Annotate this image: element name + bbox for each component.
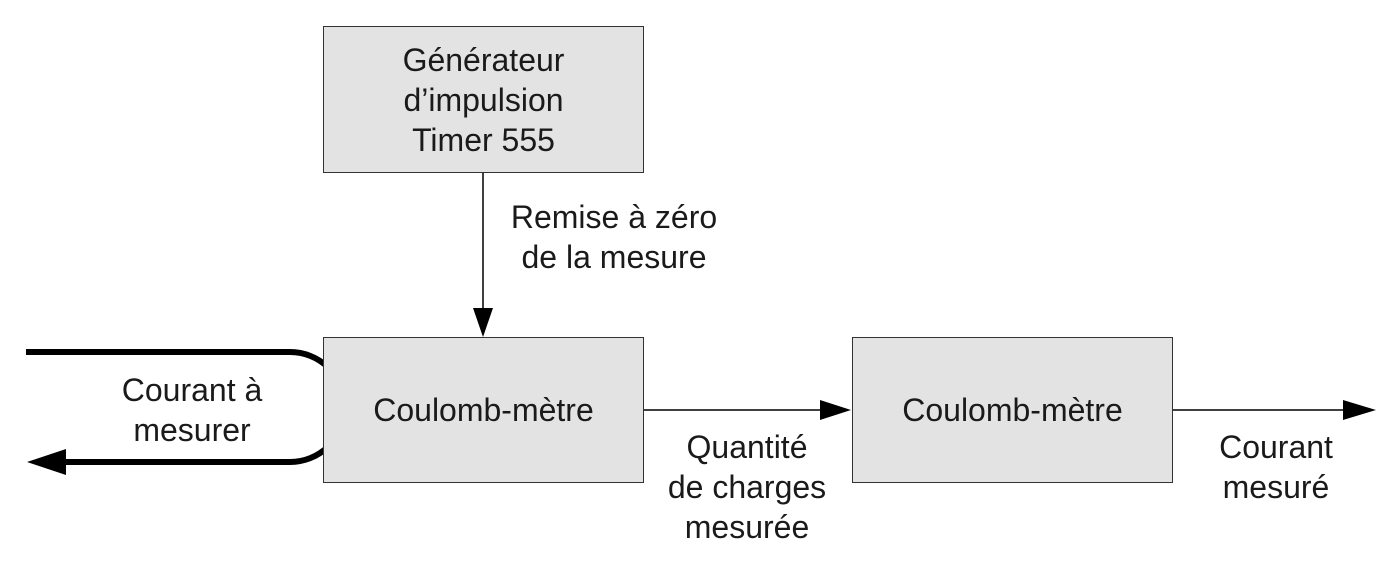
measured-current-line2: mesuré	[1222, 469, 1330, 505]
reset-signal-line2: de la mesure	[521, 239, 707, 275]
output-arrowhead	[1343, 400, 1376, 420]
input-current-label: Courant à mesurer	[92, 370, 292, 450]
charge-quantity-line3: mesurée	[684, 509, 810, 545]
charge-quantity-label: Quantité de charges mesurée	[652, 427, 842, 547]
coulomb-meter-2-label: Coulomb-mètre	[902, 392, 1123, 428]
charge-arrowhead	[820, 400, 851, 420]
measured-current-line1: Courant	[1219, 429, 1333, 465]
coulomb-meter-block-1: Coulomb-mètre	[323, 337, 644, 483]
pulse-generator-line2: d’impulsion	[403, 81, 564, 118]
charge-quantity-line1: Quantité	[686, 429, 808, 465]
reset-signal-line1: Remise à zéro	[510, 199, 718, 235]
pulse-generator-block: Générateur d’impulsion Timer 555	[323, 26, 644, 173]
coulomb-meter-block-2: Coulomb-mètre	[852, 337, 1173, 483]
reset-arrowhead	[473, 308, 493, 337]
coulomb-meter-1-label: Coulomb-mètre	[373, 392, 594, 428]
measured-current-label: Courant mesuré	[1196, 427, 1356, 507]
input-current-line1: Courant à	[121, 372, 263, 408]
input-current-line2: mesurer	[133, 412, 251, 448]
charge-quantity-line2: de charges	[667, 469, 827, 505]
pulse-generator-line1: Générateur	[402, 41, 565, 78]
reset-signal-label: Remise à zéro de la mesure	[494, 197, 734, 277]
current-loop-arrowhead	[27, 449, 66, 475]
pulse-generator-line3: Timer 555	[412, 121, 555, 158]
